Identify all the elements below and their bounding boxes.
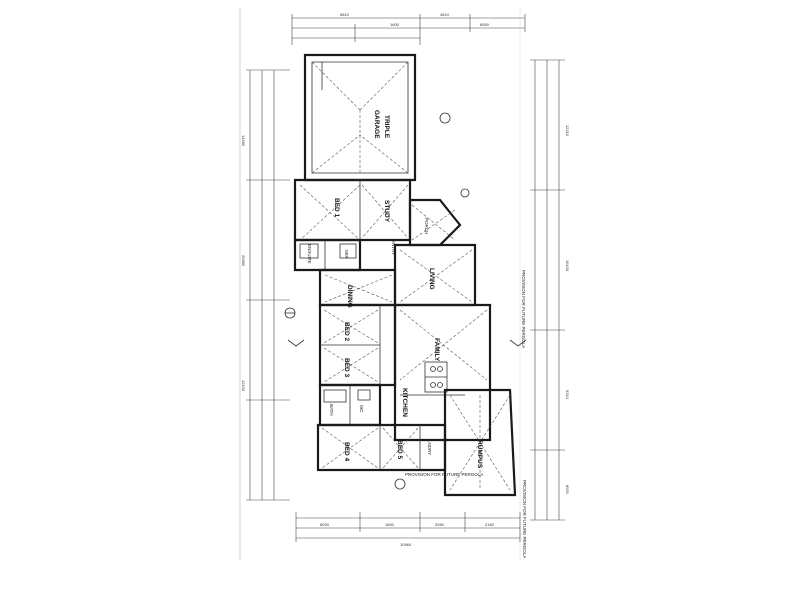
- label-garage-2: GARAGE: [373, 110, 380, 139]
- family-kitchen-block: [393, 303, 492, 442]
- room-labels: TRIPLE GARAGE BED 1 STUDY ENTRY PORCH EN…: [307, 110, 483, 469]
- label-kitchen: KITCHEN: [401, 388, 408, 417]
- label-ensuite: ENSUITE: [307, 244, 312, 264]
- top-dim-2: 4810: [440, 12, 450, 17]
- bottom-dim-4: 3260: [435, 522, 445, 527]
- front-wing: [293, 178, 412, 242]
- bath-block: [318, 383, 382, 427]
- dining-block: [318, 268, 397, 307]
- label-family: FAMILY: [433, 338, 440, 362]
- label-study: STUDY: [383, 200, 390, 223]
- label-living: LIVING: [428, 268, 435, 290]
- rumpus-block: [443, 388, 517, 497]
- pergola-note-left: PROVISION FOR FUTURE PERGOLA: [405, 472, 483, 477]
- label-entry: ENTRY: [391, 240, 396, 255]
- porch-block: [408, 198, 462, 247]
- bottom-dim-5: 2160: [485, 522, 495, 527]
- left-dimension-chain: 14960 20980 12100: [241, 69, 290, 501]
- top-dim-3: 1600: [390, 22, 400, 27]
- bedroom-wing: [318, 303, 397, 387]
- bottom-dimension-chain: 10960 8090 1600 3260 2160: [295, 512, 521, 547]
- ensuite-block: [293, 238, 362, 272]
- label-bath: BATH: [329, 404, 334, 416]
- label-lndry: LNDRY: [427, 440, 432, 455]
- label-bed5: BED 5: [396, 440, 403, 460]
- label-wir: WIR: [344, 250, 349, 259]
- pergola-note-bottom: PROVISION FOR FUTURE PERGOLA: [522, 480, 527, 558]
- bottom-dim-3: 1600: [385, 522, 395, 527]
- label-rumpus: RUMPUS: [476, 440, 483, 469]
- garage-block: [303, 53, 417, 182]
- pergola-annotations: PROVISION FOR FUTURE PERGOLA PROVISION F…: [405, 270, 527, 558]
- left-dim-3: 12100: [241, 380, 246, 392]
- label-porch: PORCH: [424, 218, 429, 234]
- bottom-dim-1: 10960: [400, 542, 412, 547]
- label-bed2: BED 2: [343, 322, 350, 342]
- right-dim-2: 16100: [565, 260, 570, 272]
- label-garage-1: TRIPLE: [383, 115, 390, 139]
- label-wc: WC: [359, 405, 364, 413]
- label-dining: DINING: [346, 285, 353, 308]
- top-dim-4: 8590: [480, 22, 490, 27]
- right-dim-3: 9310: [565, 390, 570, 400]
- label-bed3: BED 3: [343, 358, 350, 378]
- rear-bedrooms: [316, 423, 447, 472]
- left-dim-2: 20980: [241, 255, 246, 267]
- pergola-note-right: PROVISION FOR FUTURE PERGOLA: [521, 270, 526, 348]
- top-dim-1: 8810: [340, 12, 350, 17]
- right-dim-4: 8520: [565, 485, 570, 495]
- bottom-dim-2: 8090: [320, 522, 330, 527]
- label-bed4: BED 4: [343, 442, 350, 462]
- left-dim-1: 14960: [241, 135, 246, 147]
- right-dimension-chain: 12210 16100 9310 8520: [530, 59, 570, 521]
- label-bed1: BED 1: [333, 198, 340, 218]
- right-dim-1: 12210: [565, 125, 570, 137]
- section-markers: [284, 112, 527, 490]
- top-dimension-chain: 8810 4810 1600 8590: [291, 12, 526, 45]
